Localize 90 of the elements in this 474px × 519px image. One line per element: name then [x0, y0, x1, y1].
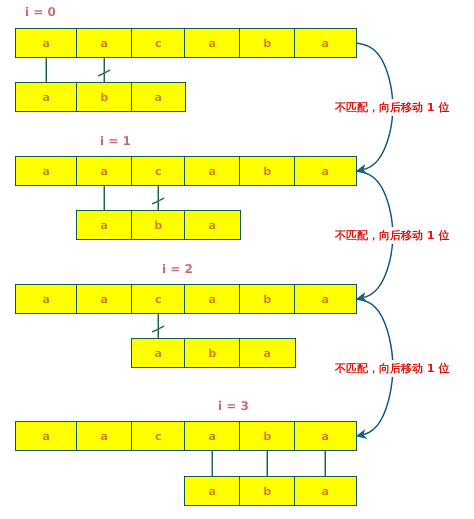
index-label: i = 0: [25, 5, 56, 19]
cell-letter: b: [263, 164, 272, 178]
cell-letter: c: [154, 164, 162, 178]
character-cell: [131, 156, 186, 186]
cell-letter: c: [154, 292, 162, 306]
character-cell: [131, 210, 186, 240]
character-cell: [294, 476, 356, 506]
cell-letter: c: [154, 430, 162, 442]
connector-line: [98, 58, 111, 82]
connector-line: [324, 451, 326, 476]
connector-line: [266, 451, 268, 476]
cell-letter: a: [42, 430, 50, 442]
connector-line: [152, 186, 165, 210]
connector-line: [212, 451, 213, 476]
cell-letter: a: [322, 292, 329, 306]
cell-letter: b: [263, 484, 272, 498]
cell-letter: a: [42, 36, 50, 50]
character-cell: [76, 156, 132, 186]
connector-line: [46, 58, 47, 82]
cell-letter: a: [264, 346, 271, 360]
cell-letter: a: [100, 218, 108, 232]
character-cell: [15, 156, 78, 186]
character-cell: [15, 421, 78, 451]
connector-line: [104, 186, 105, 210]
character-cell: [131, 284, 186, 314]
connector-line: [152, 314, 165, 338]
edge-label: 不匹配，向后移动 1 位: [333, 99, 452, 116]
character-cell: [76, 82, 132, 112]
character-cell: [239, 284, 296, 314]
cell-letter: b: [208, 346, 216, 360]
cell-letter: a: [154, 90, 162, 104]
cell-letter: b: [154, 218, 162, 232]
cell-letter: a: [322, 36, 329, 50]
character-cell: [294, 421, 356, 451]
cell-letter: a: [322, 484, 329, 498]
character-cell: [184, 338, 240, 368]
character-cell: [184, 156, 240, 186]
curved-arrow: [356, 298, 394, 439]
edge-label: 不匹配，向后移动 1 位: [333, 360, 452, 376]
character-cell: [294, 28, 356, 58]
character-cell: [76, 284, 132, 314]
character-cell: [239, 476, 296, 506]
cell-letter: a: [42, 90, 50, 104]
character-cell: [184, 210, 240, 240]
cell-letter: a: [208, 164, 216, 178]
cell-letter: a: [208, 430, 216, 442]
character-cell: [184, 284, 240, 314]
cell-letter: a: [208, 484, 216, 498]
cell-letter: b: [100, 90, 108, 104]
character-cell: [131, 82, 186, 112]
character-cell: [294, 156, 356, 186]
character-cell: [239, 338, 296, 368]
cell-letter: a: [100, 164, 108, 178]
index-label: i = 1: [100, 134, 131, 148]
character-cell: [76, 210, 132, 240]
character-cell: [15, 284, 78, 314]
character-cell: [184, 476, 240, 506]
cell-letter: b: [263, 36, 272, 50]
character-cell: [184, 28, 240, 58]
cell-letter: b: [263, 430, 272, 442]
character-cell: [131, 338, 186, 368]
cell-letter: a: [42, 164, 50, 178]
cell-letter: a: [208, 218, 216, 232]
character-cell: [131, 28, 186, 58]
character-cell: [131, 421, 186, 451]
curved-arrow: [356, 42, 394, 174]
character-cell: [15, 82, 78, 112]
cell-letter: a: [100, 292, 108, 306]
cell-letter: a: [100, 36, 108, 50]
cell-letter: a: [100, 430, 108, 442]
curved-arrow: [356, 170, 394, 302]
cell-letter: c: [154, 36, 162, 50]
cell-letter: a: [322, 430, 329, 442]
index-label: i = 3: [218, 399, 249, 413]
cell-letter: a: [42, 292, 50, 306]
cell-letter: a: [208, 36, 216, 50]
index-label: i = 2: [162, 262, 193, 276]
cell-letter: a: [208, 292, 216, 306]
character-cell: [239, 421, 296, 451]
cell-letter: b: [263, 292, 272, 306]
character-cell: [294, 284, 356, 314]
character-cell: [184, 421, 240, 451]
character-cell: [239, 156, 296, 186]
character-cell: [76, 28, 132, 58]
character-cell: [239, 28, 296, 58]
character-cell: [15, 28, 78, 58]
edge-label: 不匹配，向后移动 1 位: [333, 227, 452, 244]
character-cell: [76, 421, 132, 451]
cell-letter: a: [154, 346, 162, 360]
cell-letter: a: [322, 164, 329, 178]
